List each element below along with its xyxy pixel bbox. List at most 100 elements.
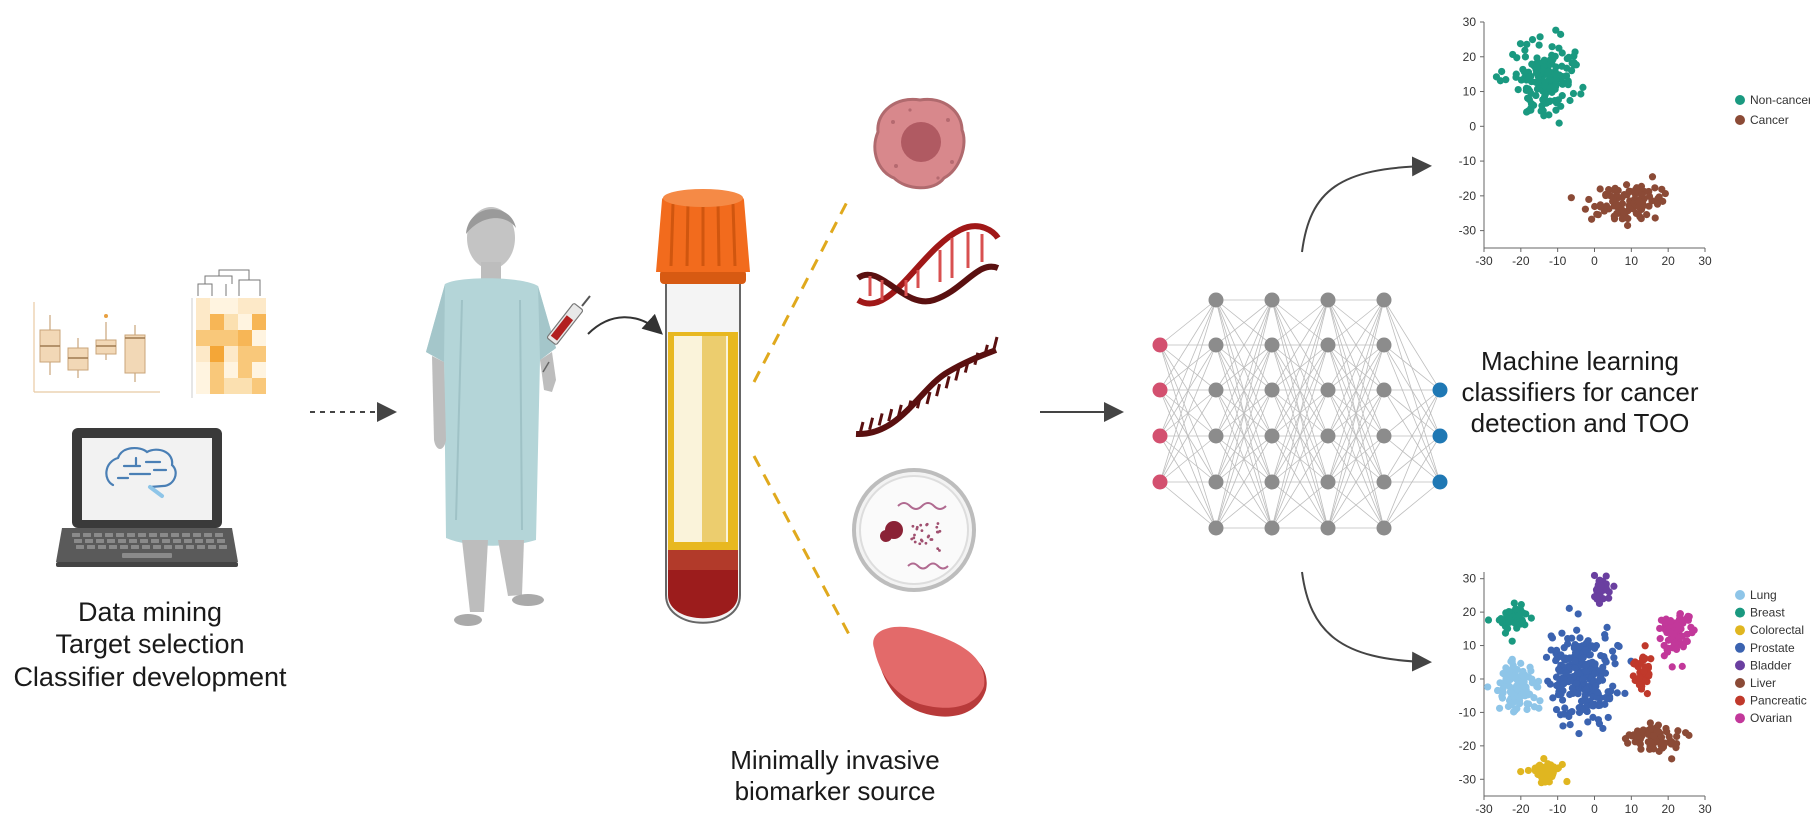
draw-blood-arrow [587, 313, 663, 335]
scatter-point [1559, 80, 1567, 88]
heatmap-cell [238, 330, 252, 346]
heatmap-cell [224, 362, 238, 378]
scatter-point [1618, 193, 1626, 202]
keyboard-key [107, 539, 115, 543]
scatter-point [1538, 775, 1547, 784]
heatmap-cell [210, 378, 224, 394]
scatter-point [1639, 726, 1647, 734]
nn-edge [1383, 435, 1441, 529]
scatter-point [1581, 205, 1589, 213]
nn-edge [1159, 435, 1217, 483]
scatter-point [1593, 693, 1601, 701]
scatter-point [1520, 673, 1528, 681]
rna-base-tick [877, 413, 884, 426]
scatter-point [1552, 83, 1560, 91]
legend-entry: Prostate [1750, 641, 1795, 655]
x-tick-label: -30 [1475, 802, 1493, 816]
scatter-point [1553, 70, 1561, 78]
scatter-point [1510, 599, 1518, 607]
keyboard-key [116, 533, 124, 537]
keyboard-key [74, 539, 82, 543]
scatter-point [1673, 739, 1681, 748]
heatmap-cell [224, 298, 238, 314]
scatter-point [1567, 194, 1575, 202]
scatter-point [1560, 710, 1568, 718]
nn-edge [1215, 299, 1273, 483]
scatter-point [1509, 672, 1517, 680]
scatter-point [1630, 731, 1638, 739]
scatter-point [1631, 738, 1639, 746]
y-tick-label: 10 [1463, 85, 1477, 99]
scatter-point [1641, 642, 1649, 650]
keyboard-key [142, 545, 150, 549]
scatter-point [1496, 679, 1504, 687]
heatmap-cell [252, 330, 266, 346]
scatter-point [1587, 701, 1596, 709]
caption-line: Minimally invasive [730, 745, 940, 775]
scatter-point [1690, 626, 1698, 634]
y-tick-label: 10 [1463, 639, 1477, 653]
legend-entry: Lung [1750, 588, 1777, 602]
rna-base-tick [868, 417, 875, 431]
scatter-point [1634, 210, 1642, 218]
heatmap-cell [238, 298, 252, 314]
scatter-point [1532, 69, 1541, 77]
caption-line: Classifier development [13, 661, 287, 692]
nn-hidden-node [1208, 382, 1224, 398]
heatmap-cell [224, 378, 238, 394]
scatter-point [1685, 613, 1693, 621]
nn-edge [1383, 389, 1441, 529]
nn-output-node [1432, 382, 1448, 398]
nn-hidden-node [1264, 337, 1280, 353]
dish-particle [920, 539, 924, 543]
nn-hidden-node [1376, 337, 1392, 353]
keyboard-key [162, 539, 170, 543]
nn-hidden-node [1208, 428, 1224, 444]
nn-edge [1271, 344, 1329, 529]
heatmap-cell [238, 362, 252, 378]
scatter-point [1643, 211, 1651, 219]
nn-output-node [1432, 474, 1448, 490]
keyboard-key [208, 545, 216, 549]
scatter-point [1582, 667, 1590, 676]
rna-base-tick [982, 344, 989, 358]
keyboard-key [109, 545, 117, 549]
heatmap-cell [210, 362, 224, 378]
scatter-point [1638, 191, 1646, 199]
scatter-point [1585, 195, 1593, 204]
scatter-point [1654, 721, 1663, 729]
scatter-point [1602, 190, 1610, 199]
rna-base-tick [973, 352, 980, 366]
scatter-point [1508, 665, 1516, 673]
patient-figure-icon [426, 207, 556, 626]
nn-edge [1271, 299, 1329, 391]
scatter-point [1530, 694, 1538, 702]
scatter-point [1584, 718, 1592, 726]
scatter-point [1528, 35, 1537, 44]
scatter-point [1499, 688, 1507, 697]
scatter-point [1667, 629, 1675, 637]
scatter-point [1571, 657, 1579, 665]
nn-hidden-node [1208, 474, 1224, 490]
nn-hidden-node [1376, 428, 1392, 444]
legend-marker [1735, 678, 1745, 688]
scatter-point [1527, 614, 1535, 622]
scatter-point [1655, 747, 1663, 755]
nn-edge [1383, 344, 1441, 437]
legend-entry: Pancreatic [1750, 694, 1807, 708]
scatter-point [1517, 768, 1525, 776]
scatter-point [1541, 90, 1549, 98]
scatter-point [1641, 654, 1649, 663]
scatter-point [1497, 614, 1505, 623]
legend-marker [1735, 607, 1745, 618]
nn-edge [1271, 389, 1329, 529]
nn-edge [1215, 435, 1273, 529]
y-tick-label: -30 [1459, 772, 1477, 786]
scatter-point [1517, 600, 1525, 609]
nn-hidden-node [1320, 428, 1336, 444]
scatter-point [1609, 682, 1617, 690]
scatter-point [1570, 642, 1578, 650]
legend-marker [1735, 95, 1745, 105]
scatter-point [1582, 661, 1590, 669]
